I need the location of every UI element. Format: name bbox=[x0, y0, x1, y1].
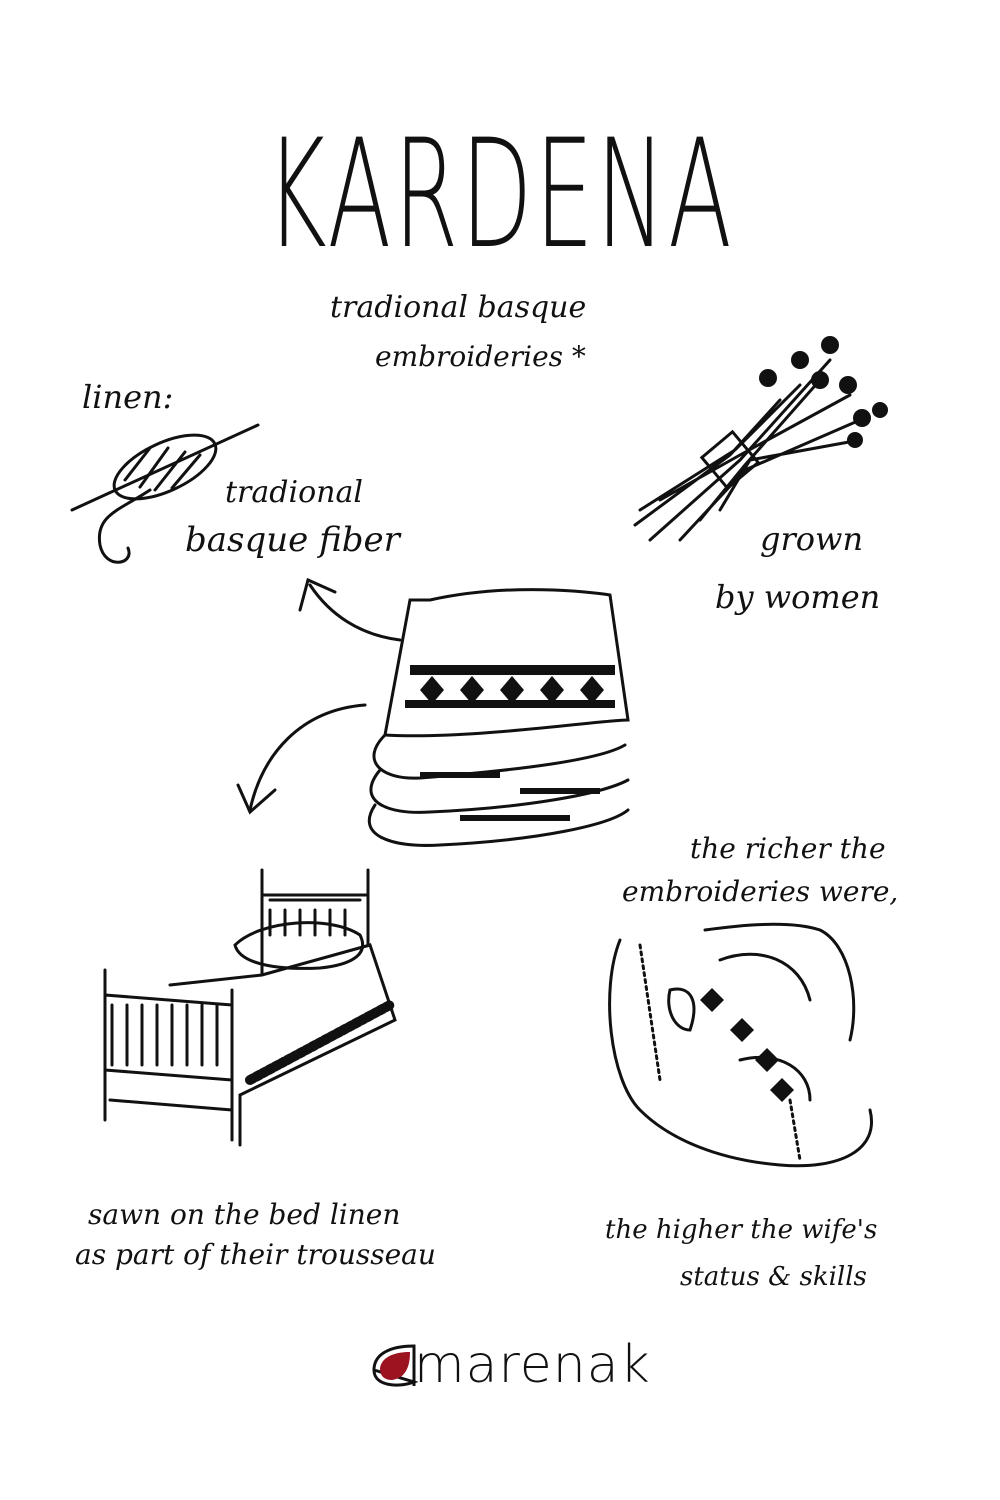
page-title: KARDENA bbox=[265, 108, 735, 282]
grown-caption-line2: by women bbox=[715, 578, 881, 616]
arrow-to-bed-icon bbox=[236, 703, 367, 815]
arrow-to-fiber-icon bbox=[298, 577, 402, 642]
fiber-caption-line1: tradional bbox=[225, 475, 363, 510]
folded-linen-icon bbox=[367, 588, 630, 847]
logo-text: marenak bbox=[414, 1335, 651, 1395]
richer-caption-line1: the richer the bbox=[690, 832, 886, 865]
bed-icon bbox=[103, 868, 397, 1147]
richer-caption-line2: embroideries were, bbox=[622, 875, 899, 908]
bed-caption-line1: sawn on the bed linen bbox=[88, 1198, 401, 1231]
status-caption-line1: the higher the wife's bbox=[605, 1215, 878, 1245]
status-caption-line2: status & skills bbox=[680, 1262, 867, 1292]
linen-label: linen: bbox=[82, 378, 174, 416]
logo-drop-icon bbox=[372, 1344, 418, 1387]
embroidering-hands-icon bbox=[608, 922, 873, 1168]
bed-caption-line2: as part of their trousseau bbox=[75, 1238, 436, 1271]
subtitle-line2: embroideries * bbox=[375, 340, 586, 373]
fiber-caption-line2: basque fiber bbox=[185, 520, 400, 560]
spindle-icon bbox=[70, 423, 260, 564]
grown-caption-line1: grown bbox=[760, 520, 864, 558]
flax-bundle-icon bbox=[633, 336, 888, 542]
subtitle-line1: tradional basque bbox=[330, 290, 587, 325]
amarenak-logo: marenak bbox=[368, 1335, 651, 1395]
